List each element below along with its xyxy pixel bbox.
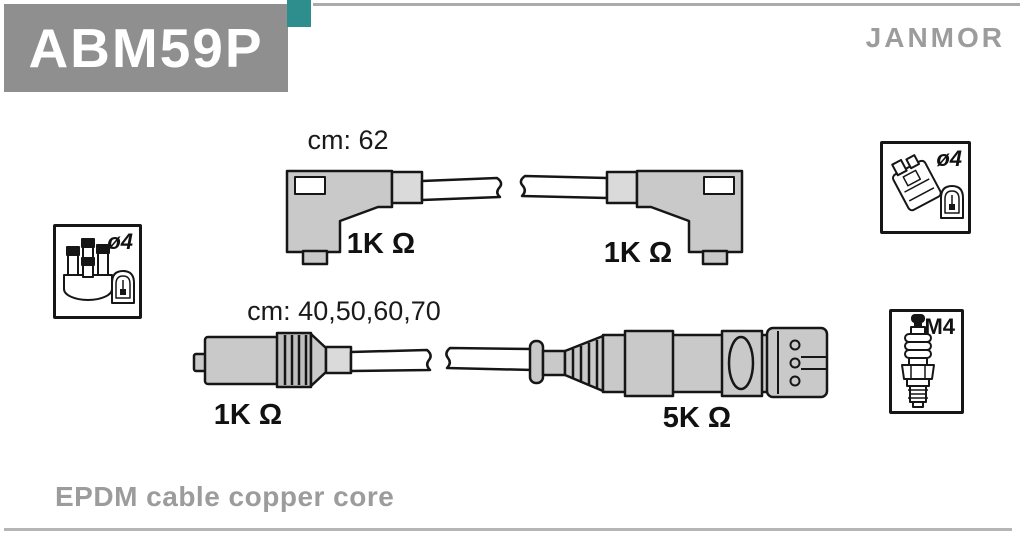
cable-62-left-coupler	[390, 170, 424, 205]
spark-plug-badge: M4	[889, 309, 964, 414]
cable-62-right-coupler	[605, 170, 639, 205]
top-divider	[313, 3, 1020, 6]
material-note: EPDM cable copper core	[55, 481, 395, 512]
cable-62-right-angled-boot	[635, 169, 744, 266]
cable-62-length-label: cm: 62	[307, 125, 389, 155]
brand-logo-text: JANMOR	[865, 22, 1005, 53]
cable-62-right-resistance-label: 1K Ω	[603, 237, 673, 269]
distributor-diameter-label: ø4	[107, 229, 133, 254]
part-number-text: ABM59P	[28, 17, 264, 79]
part-number-badge: ABM59P	[4, 4, 288, 92]
cable-40-70-left-straight-boot	[192, 331, 353, 389]
bottom-divider	[4, 528, 1012, 531]
distributor-cap-icon	[63, 238, 135, 304]
cable-40-70-right-resistance-label: 5K Ω	[662, 402, 732, 434]
ignition-coil-badge: ø4	[880, 141, 971, 234]
cable-40-70-length-label: cm: 40,50,60,70	[247, 296, 441, 326]
cable-40-70-wire-right	[445, 346, 535, 372]
distributor-badge: ø4	[53, 224, 142, 319]
accent-square	[287, 0, 311, 27]
cable-62-wire-right	[519, 174, 609, 200]
cable-40-70-wire-left	[349, 348, 432, 373]
coil-diameter-label: ø4	[936, 146, 962, 171]
ignition-coil-icon	[891, 154, 964, 219]
cable-62-left-resistance-label: 1K Ω	[346, 228, 416, 260]
cable-40-70-coil-connector	[528, 326, 829, 399]
cable-40-70-left-resistance-label: 1K Ω	[213, 399, 283, 431]
spark-plug-icon	[901, 314, 935, 408]
cable-62-wire-left	[420, 176, 503, 202]
